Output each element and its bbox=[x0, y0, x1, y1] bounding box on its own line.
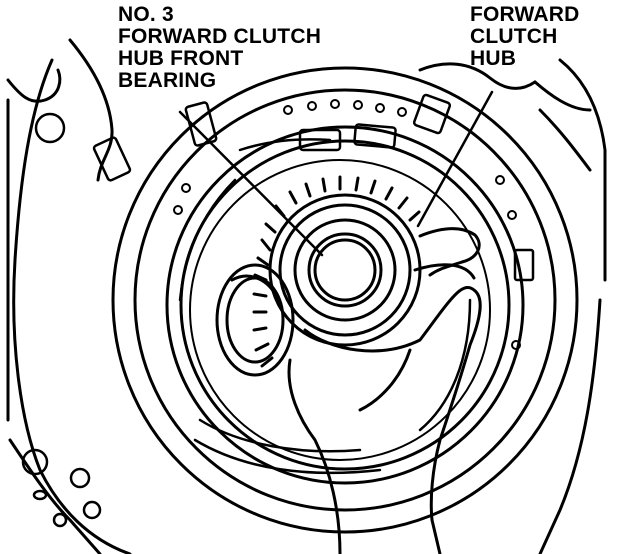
leader-lines bbox=[178, 90, 494, 257]
transmission-case-outline bbox=[6, 38, 607, 554]
hand bbox=[287, 227, 482, 554]
clutch-housing-rings bbox=[111, 66, 579, 534]
callout-line: FORWARD bbox=[470, 3, 580, 26]
callout-line: CLUTCH bbox=[470, 25, 558, 48]
callout-line: FORWARD CLUTCH bbox=[118, 25, 322, 48]
callout-forward-clutch-hub: FORWARD CLUTCH HUB bbox=[470, 4, 580, 70]
bearing-no3 bbox=[215, 256, 295, 377]
callout-line: HUB FRONT bbox=[118, 47, 244, 70]
case-bolt-holes bbox=[21, 112, 102, 528]
forward-clutch-hub bbox=[260, 175, 422, 347]
callout-line: BEARING bbox=[118, 69, 217, 92]
clutch-plates bbox=[178, 138, 472, 475]
drum-perforations bbox=[173, 99, 521, 350]
callout-no3-bearing: NO. 3 FORWARD CLUTCH HUB FRONT BEARING bbox=[118, 4, 321, 92]
callout-line: HUB bbox=[470, 47, 517, 70]
callout-line: NO. 3 bbox=[118, 3, 174, 26]
